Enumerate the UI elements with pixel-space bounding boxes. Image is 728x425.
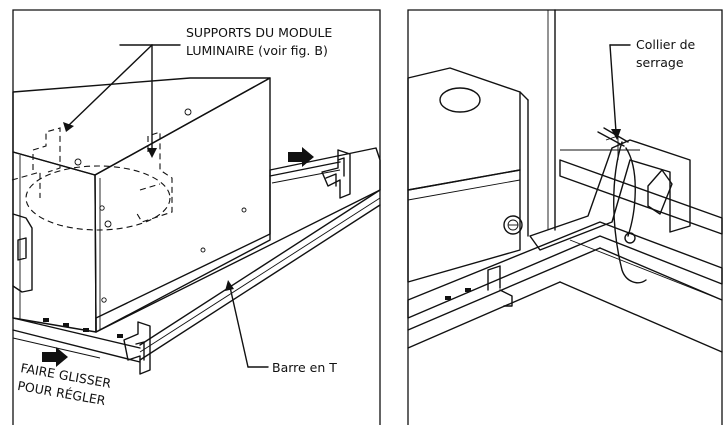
label-supports-line2: LUMINAIRE (voir fig. B): [186, 43, 328, 58]
vertical-panel: [547, 9, 556, 231]
slide-arrow-right: [288, 147, 314, 167]
label-supports-line1: SUPPORTS DU MODULE: [186, 25, 332, 40]
left-figure: SUPPORTS DU MODULE LUMINAIRE (voir fig. …: [11, 9, 381, 425]
slide-arrow-left-bottom: [42, 347, 68, 367]
left-bracket: [123, 321, 151, 375]
t-bar-rail: [12, 147, 381, 363]
module-supports: [11, 127, 173, 228]
label-bar: Barre en T: [272, 360, 337, 375]
junction-box: [12, 213, 33, 293]
right-bracket: [321, 149, 351, 199]
module-outline: [25, 165, 171, 231]
housing-corner: [407, 67, 529, 283]
label-tie-line2: serrage: [636, 55, 684, 70]
label-tie-line1: Collier de: [636, 37, 696, 52]
cable-tie-icon: [597, 127, 647, 284]
housing-box: [12, 77, 271, 333]
right-t-bar: [407, 149, 723, 353]
supports-pointer: [63, 44, 181, 158]
screw-icon: [503, 215, 523, 235]
right-figure: Collier de serrage: [407, 9, 723, 425]
slide-label: FAIRE GLISSER POUR RÉGLER: [16, 360, 112, 408]
support-bracket: [529, 135, 691, 251]
tie-pointer: [609, 44, 631, 140]
bar-pointer: [225, 280, 269, 368]
